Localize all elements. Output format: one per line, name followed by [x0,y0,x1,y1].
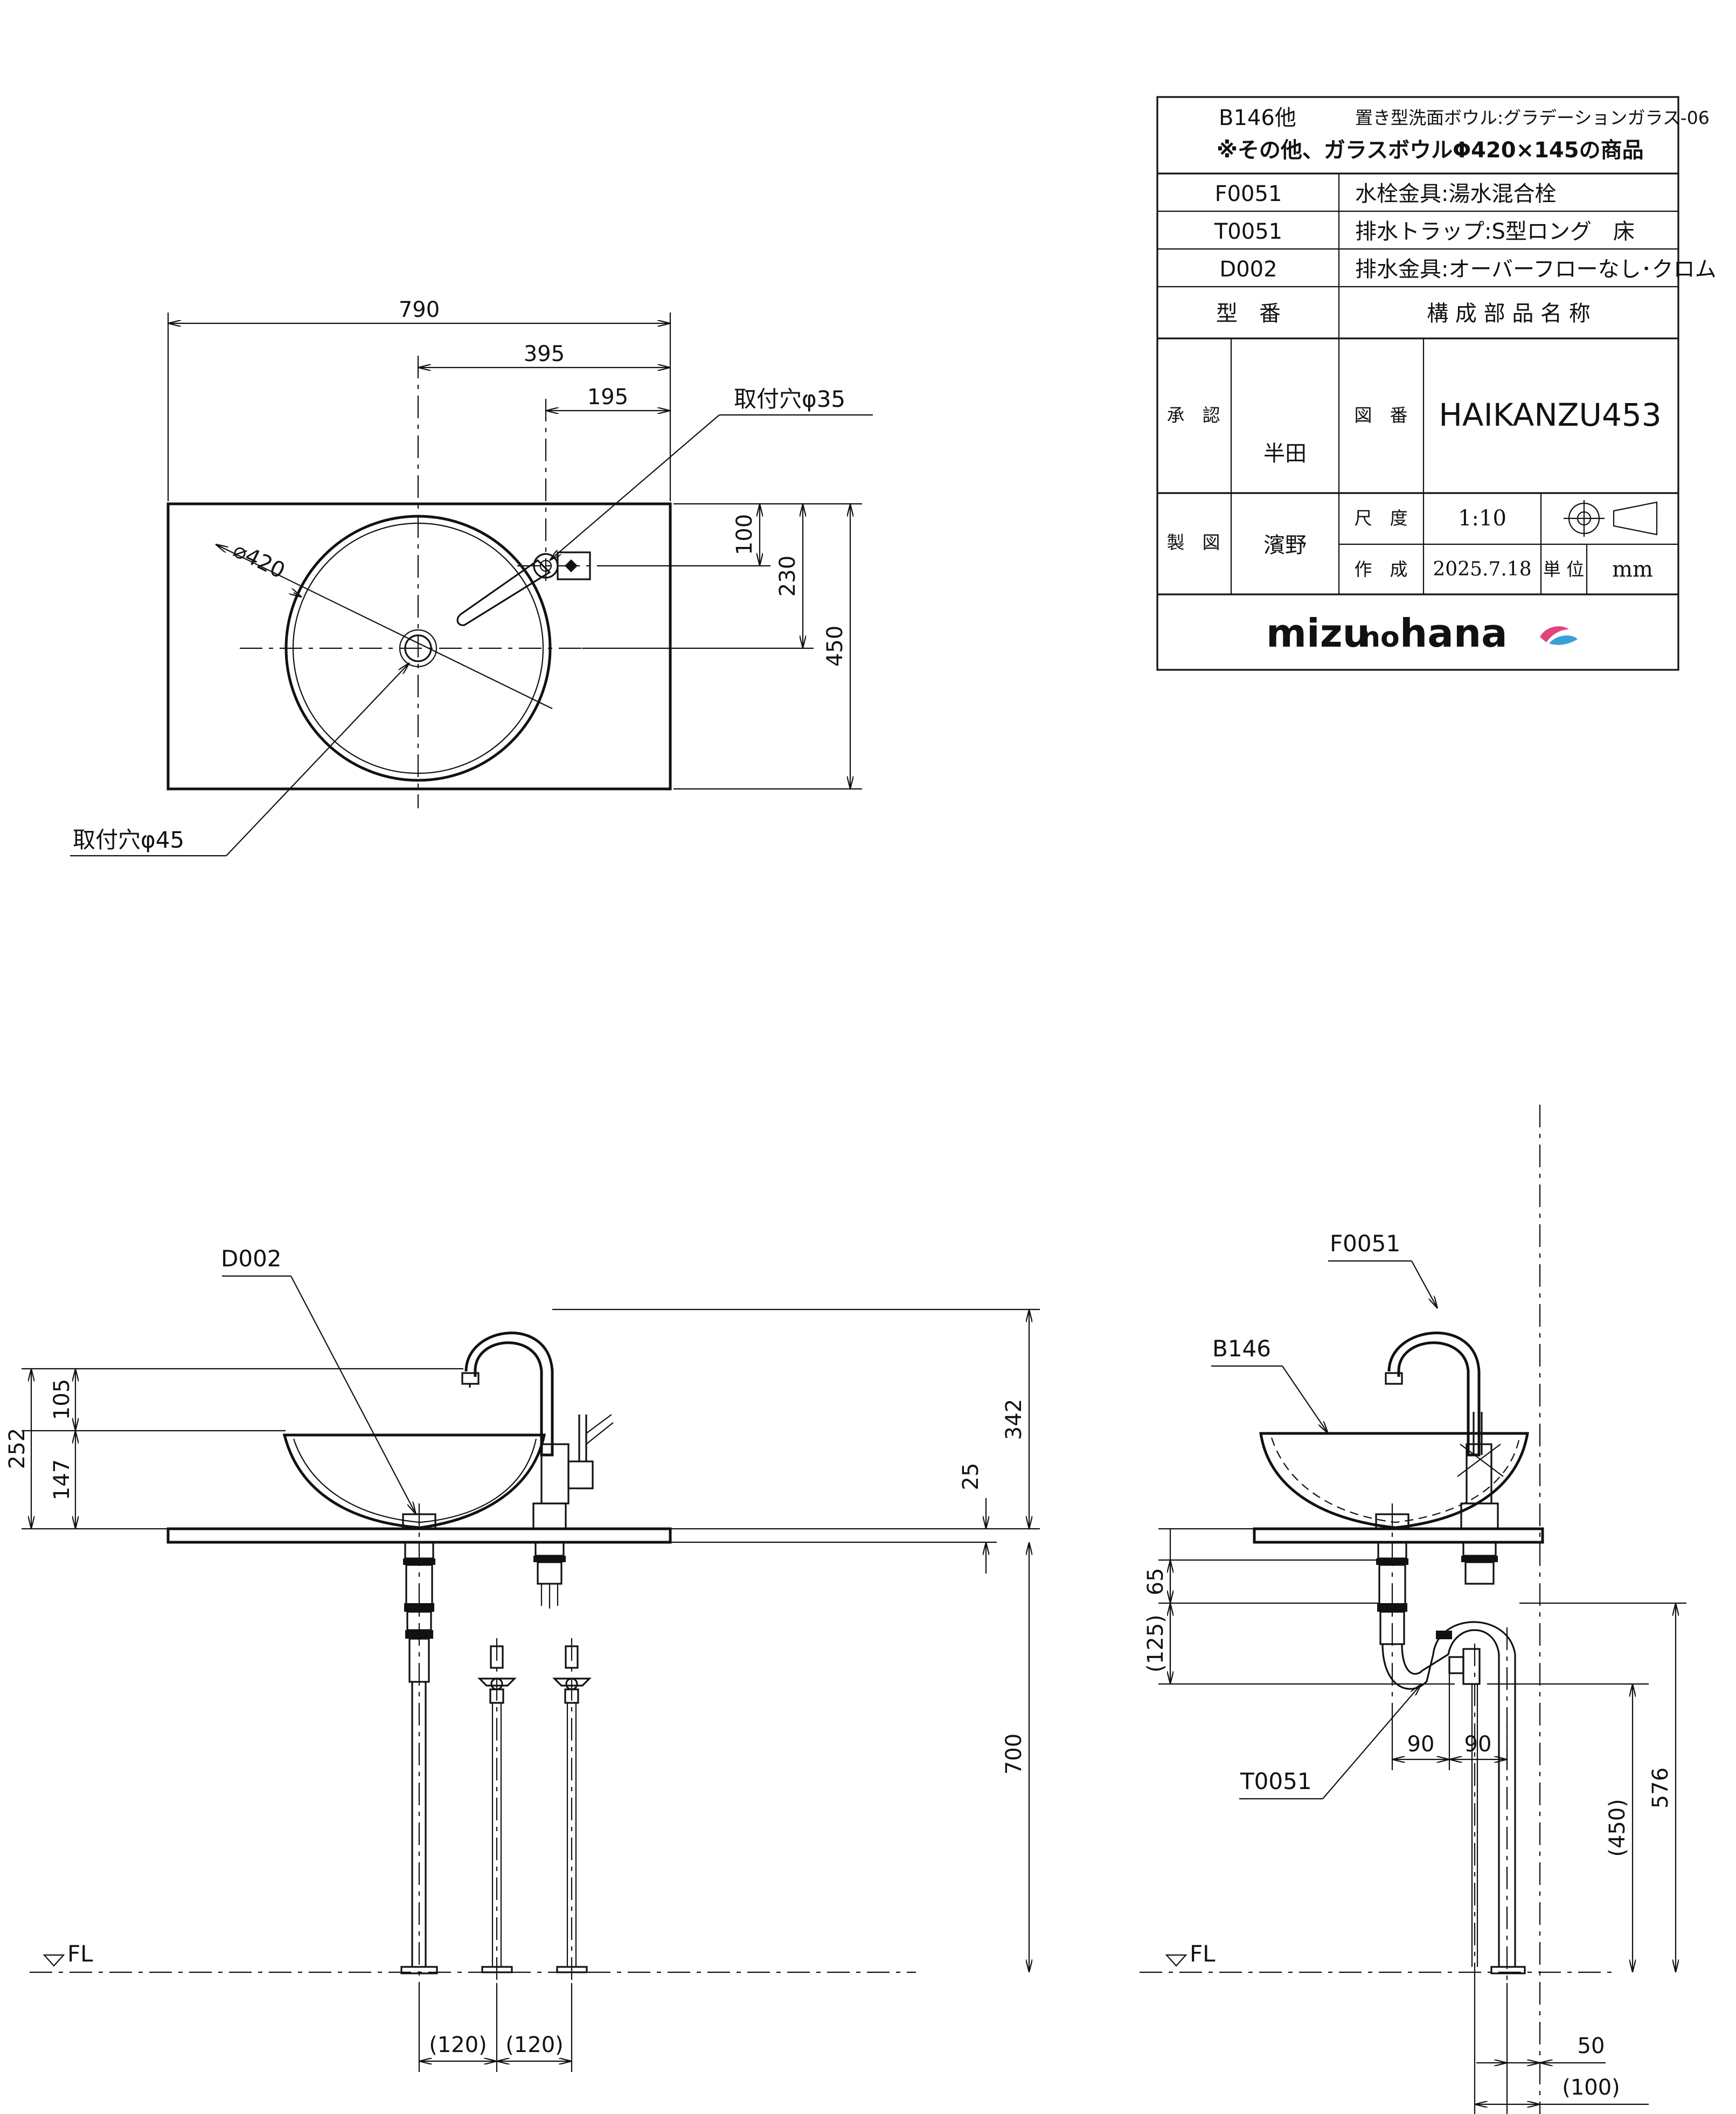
trap-part-label: T0051 [1240,1768,1312,1794]
dim-65: 65 [1143,1568,1168,1596]
header-code: B146他 [1219,106,1296,130]
header-desc: 置き型洗面ボウル:グラデーションガラス-06 [1355,107,1710,128]
floor-level-triangle-icon [43,1954,65,1967]
dim-147: 147 [50,1459,74,1500]
title-block: B146他 置き型洗面ボウル:グラデーションガラス-06 ※その他、ガラスボウル… [1156,96,1717,671]
dim-576: 576 [1648,1768,1673,1808]
faucet-part-label: F0051 [1330,1230,1400,1257]
side-view: FL 65 (125) 576 (450) 90 90 50 [1140,1105,1686,2114]
third-angle-projection-icon [1564,500,1658,537]
drafting-label: 製 図 [1167,532,1220,553]
brand-logo: mizu no hana [1266,611,1578,656]
scale-label: 尺 度 [1355,508,1408,529]
part-code-3: D002 [1219,257,1277,282]
dim-450: 450 [823,626,848,667]
created-label: 作 成 [1355,559,1408,580]
dim-50: 50 [1578,2034,1605,2058]
col-code-header: 型 番 [1216,301,1281,326]
part-code-1: F0051 [1215,182,1282,206]
drawing-no: HAIKANZU453 [1439,397,1661,433]
header-note: ※その他、ガラスボウルΦ420×145の商品 [1217,138,1644,163]
dim-25: 25 [959,1463,983,1491]
part-code-2: T0051 [1214,219,1282,244]
approval-label: 承 認 [1167,405,1220,426]
drain-part-label: D002 [221,1245,282,1272]
supply-valve-right [552,1638,592,1983]
dim-195: 195 [587,385,628,410]
floor-label-side: FL [1190,1940,1216,1967]
dim-700: 700 [1002,1734,1026,1775]
dim-105: 105 [50,1379,74,1420]
dim-342: 342 [1002,1399,1026,1440]
brand-hana: hana [1400,611,1508,656]
unit-label: 単 位 [1543,559,1585,580]
dim-100: 100 [732,514,757,555]
floor-level-triangle-icon [1165,1954,1188,1967]
brand-no: no [1360,621,1400,654]
drawing-no-label: 図 番 [1355,405,1408,426]
supply-valve-left [477,1638,517,1983]
plan-view: 790 395 195 100 230 450 ⌀420 取付穴φ35 取付穴φ… [70,297,873,857]
dim-120-right: (120) [505,2033,564,2057]
dim-90-b: 90 [1464,1732,1492,1757]
brand-mizu: mizu [1266,611,1370,656]
dim-120-left: (120) [429,2033,487,2057]
faucet-hole-label: 取付穴φ35 [734,386,845,412]
dim-125: (125) [1143,1614,1168,1673]
dim-100-side: (100) [1562,2075,1620,2100]
unit-value: mm [1612,557,1653,582]
bowl-part-label: B146 [1212,1335,1271,1362]
approver: 半田 [1263,441,1307,466]
part-name-2: 排水トラップ:S型ロング 床 [1355,219,1635,244]
front-view: FL 252 105 147 342 25 700 (120) (120) D [5,1245,1040,2072]
dim-420: ⌀420 [230,538,289,584]
dim-230: 230 [775,556,800,597]
floor-label-front: FL [67,1940,93,1967]
dim-395: 395 [524,342,565,366]
scale-value: 1:10 [1458,506,1506,531]
col-name-header: 構 成 部 品 名 称 [1427,301,1591,326]
part-name-1: 水栓金具:湯水混合栓 [1355,182,1556,206]
dim-790: 790 [399,297,440,322]
created-date: 2025.7.18 [1433,558,1531,580]
dim-90-a: 90 [1407,1732,1435,1757]
dim-450-side: (450) [1605,1799,1630,1857]
drafter: 濱野 [1263,533,1307,558]
part-name-3: 排水金具:オーバーフローなし･クロム [1355,257,1717,282]
dim-252: 252 [5,1428,30,1469]
drain-hole-label: 取付穴φ45 [73,827,184,853]
